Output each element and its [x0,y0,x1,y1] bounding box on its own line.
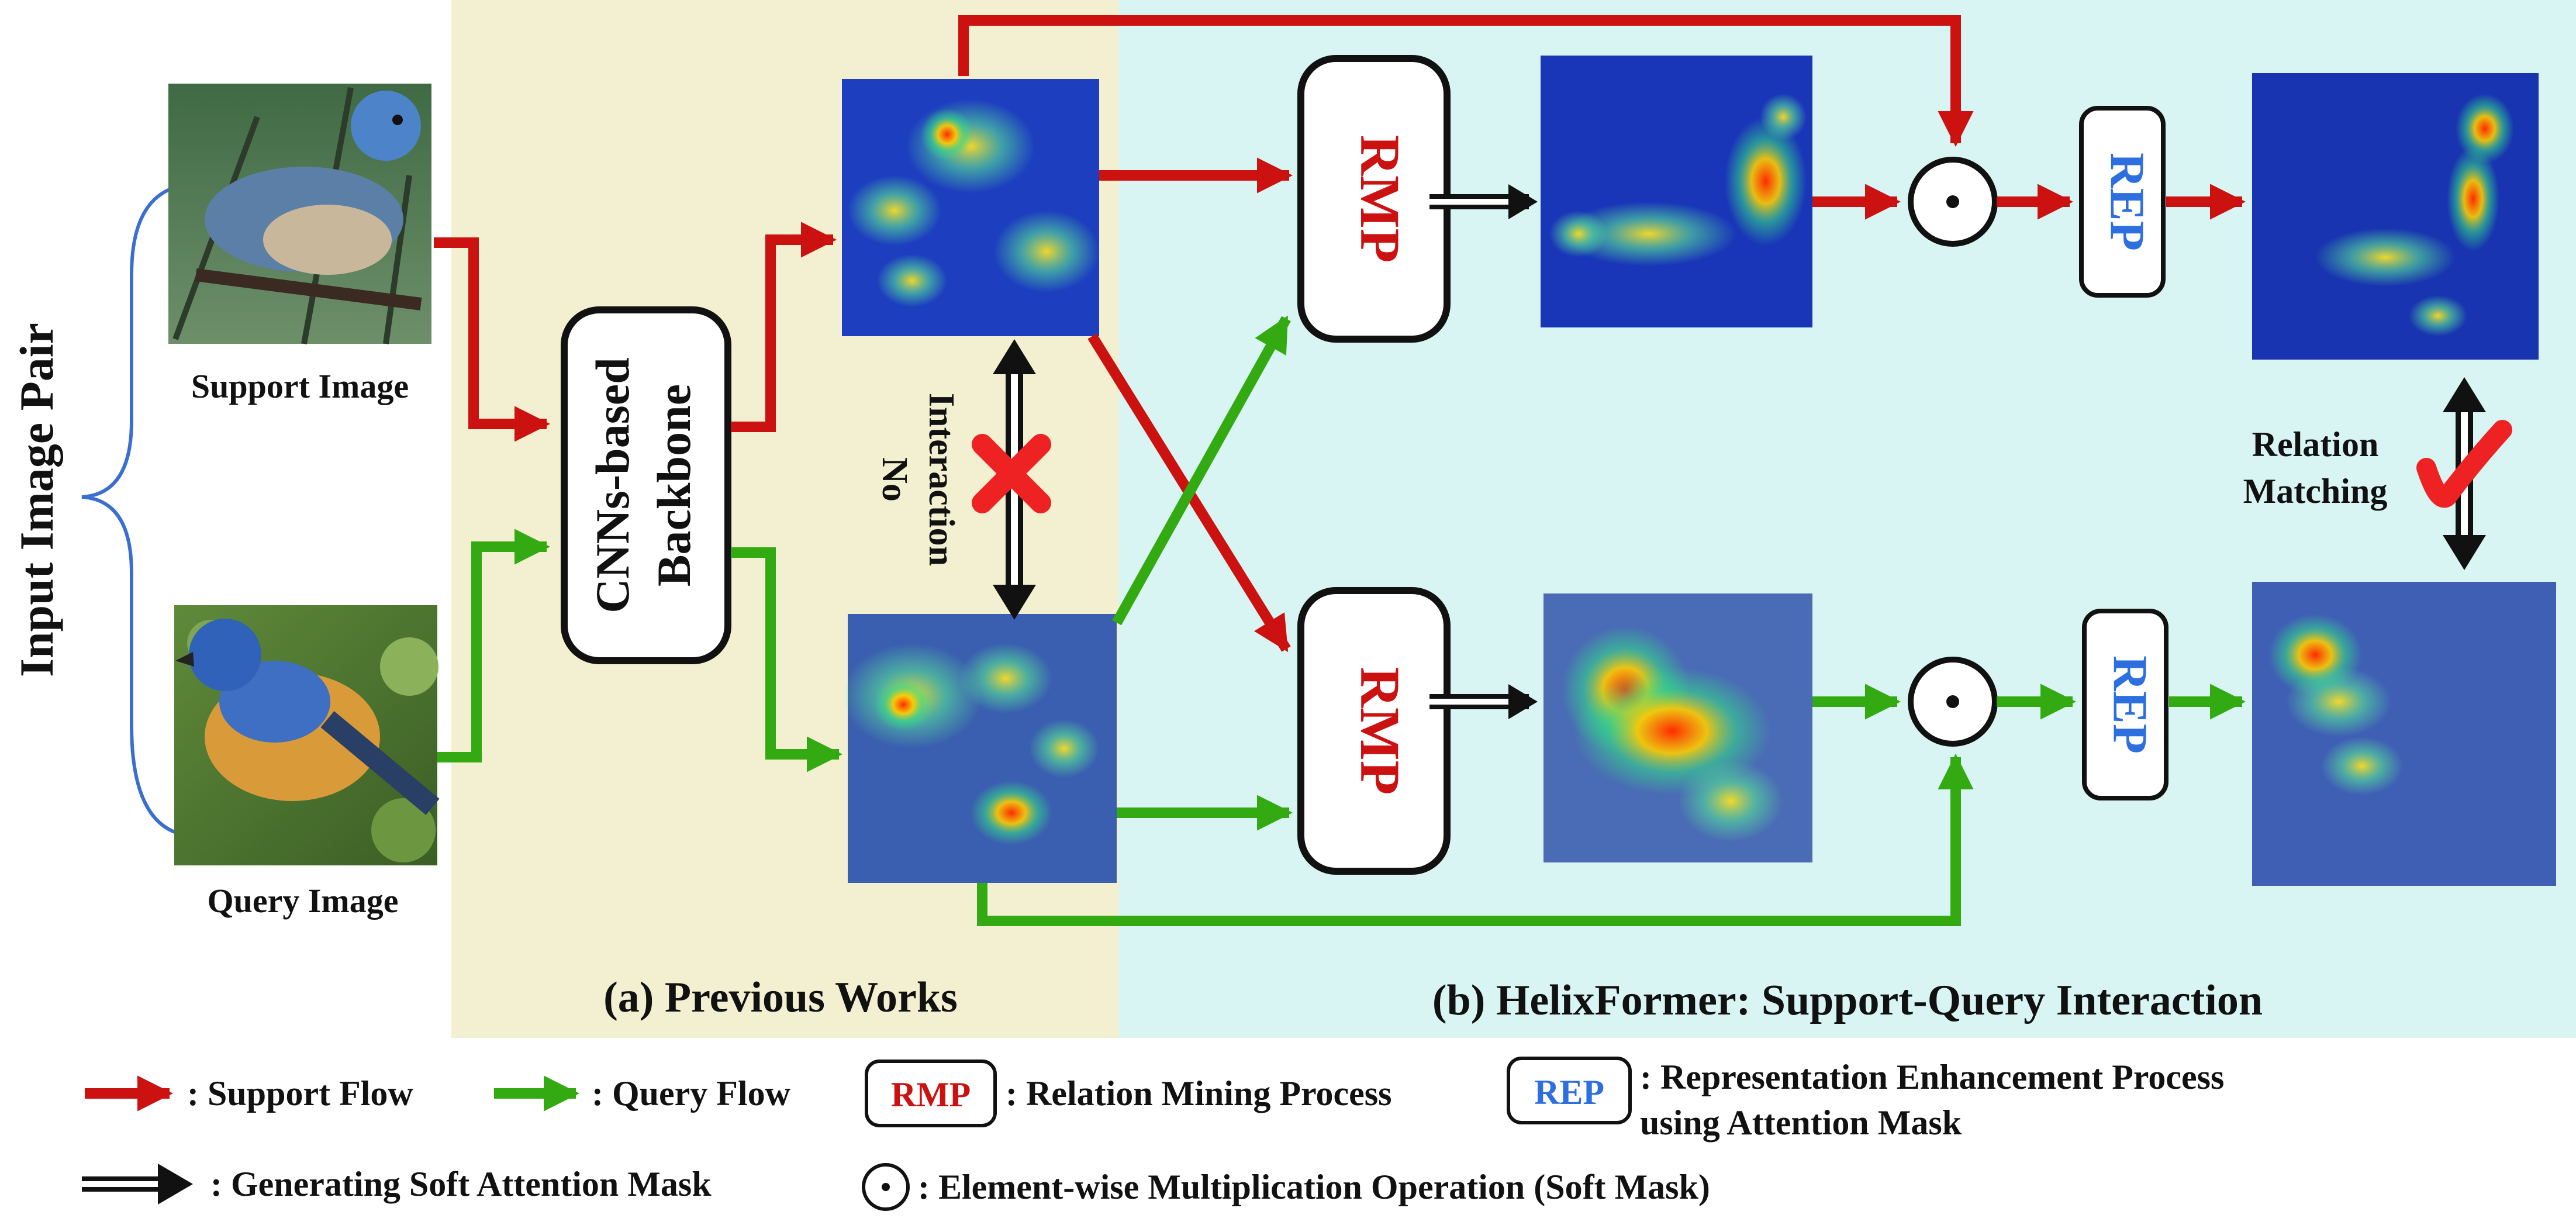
relation-matching-line2: Matching [2243,472,2388,510]
rep-label-support: REP [2100,153,2154,251]
legend-rmp-badge-box [865,1060,997,1127]
legend-elementwise-symbol [862,1163,910,1211]
elementwise-multiply-query [1908,657,1998,747]
rep-box-support [2079,106,2166,298]
support-feature-heatmap [842,79,1099,336]
legend-soft-mask: : Generating Soft Attention Mask [210,1165,712,1203]
legend-rep-badge: REP [1534,1073,1604,1112]
legend: : Support Flow : Query Flow RMP : Relati… [82,1057,2224,1211]
query-image-label: Query Image [208,882,399,920]
section-a-label: (a) Previous Works [603,974,958,1022]
support-image-label: Support Image [191,367,409,405]
query-attention-map [1543,593,1812,862]
legend-query-flow: : Query Flow [592,1074,791,1113]
legend-rmp-badge: RMP [891,1075,971,1114]
support-attention-map [1541,56,1812,327]
relation-matching-line1: Relation [2252,425,2379,464]
legend-elementwise: : Element-wise Multiplication Operation … [918,1168,1710,1206]
rmp-box-query [1297,587,1451,875]
rep-box-query [2082,609,2168,800]
elementwise-multiply-support [1908,157,1998,247]
legend-rmp-desc: : Relation Mining Process [1006,1074,1392,1113]
no-interaction-line1: No [875,457,914,502]
legend-rep-desc-line1: : Representation Enhancement Process [1640,1058,2224,1096]
backbone-box [561,306,731,664]
rmp-label-query: RMP [1349,667,1411,795]
rmp-label-support: RMP [1349,135,1411,263]
section-b-label: (b) HelixFormer: Support-Query Interacti… [1432,976,2263,1024]
query-image [174,605,440,865]
legend-rep-badge-box [1507,1057,1632,1124]
support-output-map [2252,73,2539,360]
legend-rep-desc-line2: using Attention Mask [1640,1103,1962,1142]
no-interaction-cross [972,434,1051,513]
input-pair-bracket [81,182,198,838]
rep-label-query: REP [2103,655,2157,754]
support-image [168,84,431,344]
backbone-label-line1: CNNs-based [586,357,639,613]
query-flow-arrows [437,315,2246,926]
query-output-map [2252,582,2556,886]
backbone-label-line2: Backbone [647,384,700,586]
check-icon [2416,420,2512,508]
legend-support-flow: : Support Flow [187,1074,413,1113]
input-pair-label: Input Image Pair [10,323,63,677]
query-feature-heatmap [842,614,1117,883]
no-interaction-line2: Interaction [921,393,961,566]
